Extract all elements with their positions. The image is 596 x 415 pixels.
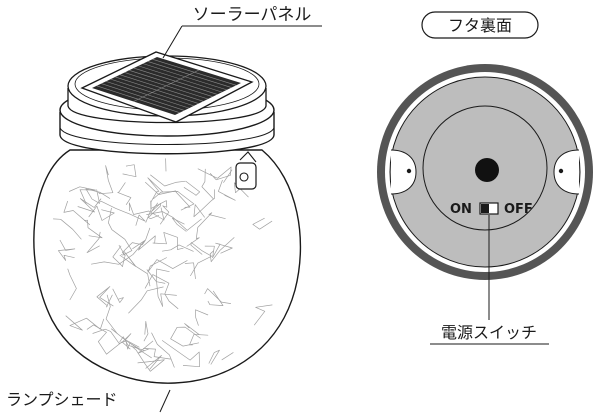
globe-crack: [150, 200, 170, 225]
globe-crack: [138, 235, 156, 251]
globe-crack: [146, 269, 177, 307]
globe-crack: [153, 191, 195, 211]
globe-crack: [143, 320, 149, 342]
globe-crack: [77, 198, 102, 213]
solar-cell-divider: [133, 69, 200, 102]
globe-crack: [63, 200, 91, 226]
side-clip-hole: [239, 172, 249, 182]
globe-crack: [57, 239, 76, 261]
globe-crack: [184, 262, 196, 279]
lid-notch-left: [390, 149, 417, 195]
globe-crack: [117, 182, 132, 205]
globe-outline: [33, 149, 302, 384]
globe-crack: [105, 294, 118, 335]
lid-center-sensor: [475, 158, 499, 182]
globe-crack: [189, 242, 212, 277]
globe-crack: [92, 328, 140, 348]
lamp-shade-callout: ランプシェード: [6, 389, 171, 413]
globe-crack: [96, 286, 114, 308]
globe-crack: [86, 231, 101, 254]
lid-back-title-frame: [421, 11, 539, 39]
globe-crack: [147, 257, 188, 273]
globe-crack: [144, 274, 179, 310]
side-clip: [235, 151, 257, 190]
globe-crack: [86, 324, 131, 355]
globe-crack: [128, 286, 164, 314]
power-switch-callout: 電源スイッチ: [430, 215, 549, 345]
globe-crack: [150, 174, 186, 187]
globe-crack: [183, 180, 201, 196]
lid-back-view: フタ裏面 ON OFF: [377, 11, 593, 280]
globe-crack: [147, 202, 162, 220]
globe-crack: [218, 179, 236, 201]
solar-panel-callout-leader: [162, 25, 183, 59]
globe-crack: [108, 207, 133, 256]
globe-crack: [98, 165, 114, 195]
lamp-shade-callout-leader: [159, 389, 171, 413]
globe-crack: [252, 217, 273, 230]
solar-panel-label: ソーラーパネル: [193, 5, 312, 25]
globe-crack: [112, 288, 124, 303]
side-clip-connector: [239, 151, 257, 163]
globe-crack: [145, 355, 162, 370]
globe-crack: [146, 211, 202, 231]
globe-crack: [204, 242, 233, 259]
globe-crack: [118, 227, 151, 257]
globe-crack: [100, 200, 146, 226]
globe-crack: [221, 352, 234, 361]
lantern-lid: [59, 51, 275, 190]
switch-on-label: ON: [450, 202, 472, 217]
globe-crack: [88, 205, 115, 221]
lid-back-title: フタ裏面: [421, 11, 539, 39]
globe-crack: [204, 288, 231, 304]
globe-crack: [161, 340, 200, 368]
globe-crack: [151, 332, 175, 368]
globe-crack: [253, 304, 273, 326]
globe-crack: [145, 177, 164, 223]
globe-crack: [195, 309, 209, 326]
globe-crack: [156, 268, 170, 284]
lid-band-mid: [59, 127, 275, 145]
solar-panel-cell-lines: [96, 58, 237, 113]
globe-crack: [84, 219, 103, 239]
globe-crack: [137, 340, 171, 360]
power-switch-label: 電源スイッチ: [441, 323, 537, 342]
switch-off-label: OFF: [504, 202, 533, 217]
globe-crack: [67, 268, 77, 301]
globe-crack: [53, 218, 82, 240]
globe-crack: [208, 349, 220, 365]
globe-crack: [121, 333, 152, 359]
globe-crack: [170, 326, 201, 347]
globe-crack: [122, 164, 137, 178]
globe-crack: [65, 315, 105, 331]
globe-crack: [68, 186, 96, 205]
globe-crack: [171, 217, 187, 232]
globe-crack: [193, 189, 215, 218]
solar-panel: [80, 51, 254, 123]
power-switch: ON OFF: [450, 202, 533, 217]
solar-panel-callout: ソーラーパネル: [162, 5, 322, 59]
globe-crack: [201, 168, 214, 200]
lamp-shade-globe: [33, 149, 302, 384]
lid-notch-right: [553, 149, 580, 195]
globe-crack: [119, 251, 151, 287]
switch-knob: [481, 204, 489, 213]
lamp-shade-label: ランプシェード: [6, 390, 118, 409]
globe-crack: [112, 245, 125, 267]
lantern-illustration: [33, 51, 302, 384]
globe-crack: [197, 166, 232, 181]
lid-notch-right-dot: [558, 168, 564, 174]
globe-crack: [131, 345, 165, 372]
globe-crack: [162, 244, 194, 252]
lid-notch-left-dot: [406, 168, 412, 174]
globe-crack: [207, 290, 224, 306]
lid-back-title-text: フタ裏面: [448, 16, 512, 35]
globe-crack: [128, 202, 165, 221]
globe-crack: [152, 232, 184, 250]
globe-crack: [91, 239, 146, 265]
globe-crack: [186, 212, 226, 247]
